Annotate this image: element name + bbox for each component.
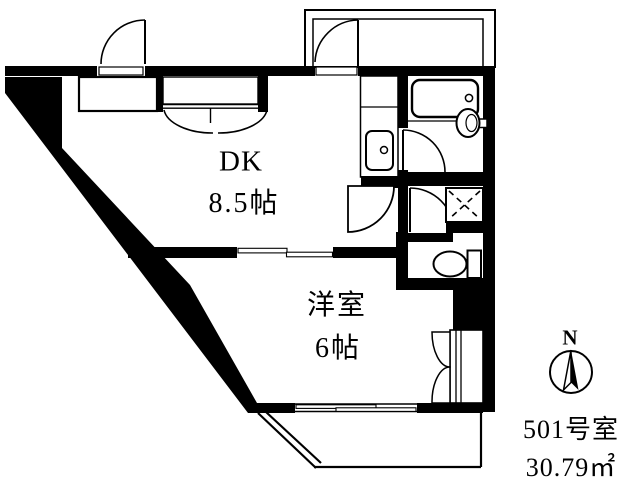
- balcony-diagonal-inner: [265, 411, 322, 464]
- compass-needle-light: [562, 349, 572, 393]
- western-room-size: 6帖: [314, 333, 362, 364]
- sliding-door-icon: [237, 247, 334, 258]
- sliding-door-panel-left: [237, 247, 288, 254]
- unit-number-label: 501号室: [522, 415, 620, 444]
- service-door-threshold: [98, 66, 144, 76]
- washbasin-inner: [465, 113, 478, 133]
- wall-closet-block: [453, 288, 492, 330]
- compass-needle-dark: [571, 350, 579, 390]
- balcony-railing: [257, 411, 483, 469]
- kitchen-counter: [359, 75, 399, 178]
- toilet-icon: [432, 249, 482, 279]
- wall-under-shaft: [446, 222, 483, 233]
- service-door-swing: [100, 19, 146, 65]
- compass-north-label: N: [562, 325, 578, 350]
- entrance-door-icon: [314, 19, 359, 76]
- wall-right: [483, 66, 495, 412]
- bathroom-door-swing: [402, 129, 446, 173]
- toilet-tank: [466, 249, 482, 279]
- interior-walls: [128, 66, 492, 330]
- pipe-shaft-x1: [448, 190, 481, 220]
- washbasin-bowl: [455, 108, 481, 138]
- dk-door-swing-icon: [347, 185, 395, 233]
- dk-closet-icon: [162, 76, 268, 134]
- wall-top-mid: [145, 66, 315, 76]
- kitchen-sink: [365, 130, 394, 171]
- western-closet-icon: [431, 329, 484, 404]
- entrance-door-swing: [314, 19, 359, 63]
- wall-partition-left: [128, 247, 237, 258]
- entrance-threshold: [315, 66, 358, 76]
- wall-top-right: [358, 66, 495, 76]
- closet-pillar-right: [258, 66, 268, 112]
- bathroom-door-swing-icon: [402, 129, 446, 173]
- window-icon: [295, 403, 417, 413]
- western-closet-fan-top: [431, 331, 451, 368]
- kitchen-counter-icon: [359, 75, 399, 178]
- toilet-door-swing: [409, 187, 455, 233]
- western-closet-fan-bottom: [431, 366, 451, 404]
- porch-inner-line: [312, 18, 484, 68]
- dk-room-label: DK: [219, 145, 263, 178]
- storage-alcove: [77, 75, 159, 113]
- wall-bottom-right: [417, 403, 483, 413]
- service-door-icon: [98, 19, 146, 76]
- dk-closet-swing-right: [217, 109, 268, 134]
- kitchen-sink-drain: [379, 145, 389, 155]
- dk-room-size: 8.5帖: [208, 188, 280, 219]
- wall-kitchen-bath-lower: [398, 170, 408, 232]
- unit-area-label: 30.79㎡: [525, 453, 617, 482]
- entrance-porch: [304, 9, 496, 68]
- sliding-door-panel-right: [285, 251, 334, 258]
- window-panel-right: [335, 407, 417, 412]
- wall-toilet-top: [396, 233, 453, 242]
- toilet-door-swing-icon: [409, 187, 455, 233]
- bathtub-drain: [464, 93, 474, 103]
- wall-toilet-bottom: [396, 278, 492, 290]
- dk-closet-swing-left: [163, 109, 214, 134]
- wall-kitchen-bottom: [361, 176, 400, 188]
- western-room-label: 洋室: [306, 290, 368, 321]
- pipe-shaft-x2: [448, 190, 481, 220]
- wall-top-left: [5, 66, 97, 76]
- bathtub: [410, 78, 480, 119]
- balcony-diagonal-outer: [257, 412, 317, 469]
- wall-partition-right: [333, 247, 408, 258]
- wall-kitchen-bath-upper: [398, 76, 408, 128]
- washbasin-icon: [455, 108, 488, 138]
- toilet-bowl: [432, 250, 468, 278]
- pipe-shaft-icon: [445, 187, 484, 223]
- compass-icon: [549, 349, 593, 394]
- wall-diagonal: [5, 77, 295, 413]
- western-closet-box: [449, 329, 484, 404]
- wall-bath-bottom: [398, 172, 483, 186]
- dk-closet-recess: [162, 76, 259, 105]
